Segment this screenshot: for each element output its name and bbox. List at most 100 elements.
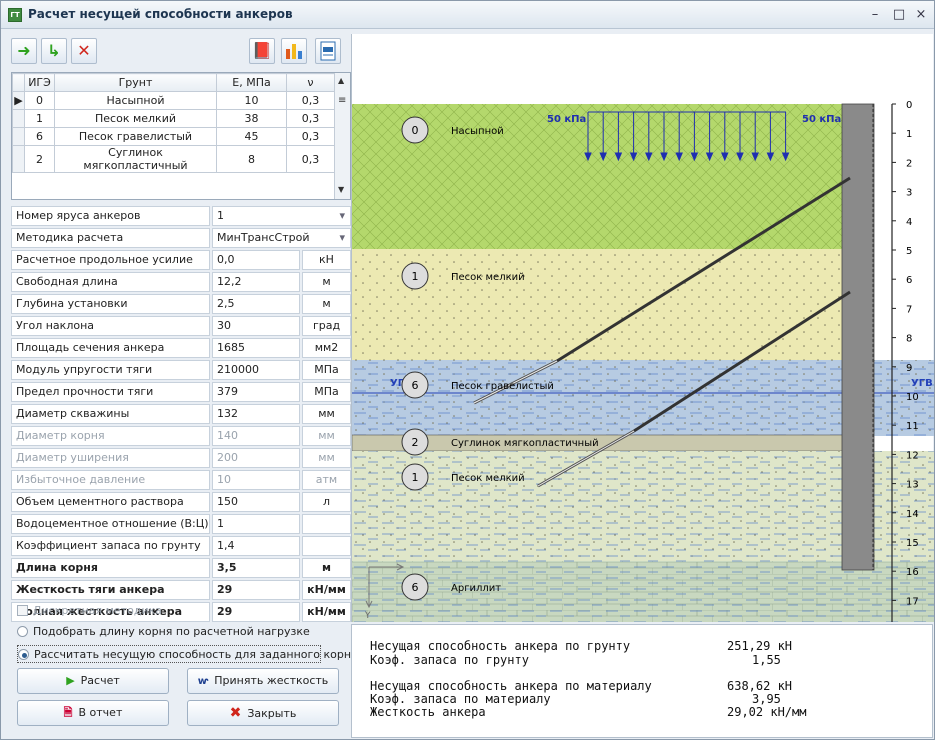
param-label-excess-pressure: Избыточное давление — [11, 470, 210, 490]
cell-e[interactable]: 45 — [216, 127, 287, 146]
dropdown-tier-number[interactable]: 1▾ — [212, 206, 351, 226]
cell-nu[interactable]: 0,3 — [286, 145, 335, 173]
table-row[interactable]: 2 Суглинок мягкопластичный 8 0,3 — [12, 145, 335, 173]
value-water-cement-ratio: 1 — [217, 517, 224, 530]
soil-table-grid: ИГЭ Грунт E, МПа ν ▶ 0 Насыпной 10 0,3 1… — [12, 73, 335, 173]
input-soil-safety-factor[interactable]: 1,4 — [212, 536, 300, 556]
report-settings-button[interactable] — [315, 38, 341, 64]
load-arrow-head — [690, 152, 699, 162]
layer-name-5: Аргиллит — [451, 583, 501, 594]
input-free-length[interactable]: 12,2 — [212, 272, 300, 292]
unit-cement-volume: л — [302, 492, 351, 512]
delete-layer-button[interactable]: ✕ — [71, 38, 97, 64]
cell-nu[interactable]: 0,3 — [286, 91, 335, 110]
cell-ige[interactable]: 1 — [24, 109, 55, 128]
depth-label: 16 — [906, 567, 919, 578]
cell-soil[interactable]: Песок гравелистый — [54, 127, 217, 146]
cell-e[interactable]: 10 — [216, 91, 287, 110]
input-install-depth[interactable]: 2,5 — [212, 294, 300, 314]
input-rod-modulus[interactable]: 210000 — [212, 360, 300, 380]
layer-number-0: 0 — [412, 124, 419, 137]
input-tilt-angle[interactable]: 30 — [212, 316, 300, 336]
anchor-rod-1 — [556, 176, 851, 363]
depth-label: 12 — [906, 450, 919, 461]
arrow-right-icon: ➜ — [17, 41, 31, 60]
cell-e[interactable]: 8 — [216, 145, 287, 173]
scroll-up-icon[interactable]: ▲ — [338, 76, 345, 85]
table-row[interactable]: ▶ 0 Насыпной 10 0,3 — [12, 91, 335, 110]
table-row[interactable]: 1 Песок мелкий 38 0,3 — [12, 109, 335, 128]
cell-soil[interactable]: Насыпной — [54, 91, 217, 110]
soil-book-button[interactable]: 📕 — [249, 38, 275, 64]
chart-button[interactable] — [281, 38, 307, 64]
cell-nu[interactable]: 0,3 — [286, 127, 335, 146]
to-report-button[interactable]: 🗎В отчет — [17, 700, 169, 726]
value-free-length: 12,2 — [217, 275, 242, 288]
input-design-force[interactable]: 0,0 — [212, 250, 300, 270]
depth-label: 9 — [906, 363, 912, 374]
result-value: 29,02 кН/мм — [727, 705, 807, 719]
table-row[interactable]: 6 Песок гравелистый 45 0,3 — [12, 127, 335, 146]
load-arrow-head — [660, 152, 668, 162]
dropdown-calc-method[interactable]: МинТрансСтрой▾ — [212, 228, 351, 248]
input-borehole-diameter[interactable]: 132 — [212, 404, 300, 424]
chevron-down-icon[interactable]: ▾ — [339, 231, 345, 244]
scroll-thumb-icon[interactable]: ≡ — [338, 95, 347, 106]
input-water-cement-ratio[interactable]: 1 — [212, 514, 300, 534]
anchor-rod-2 — [633, 290, 851, 433]
cell-ige[interactable]: 0 — [24, 91, 55, 110]
layer-name-0: Насыпной — [451, 126, 504, 137]
input-rod-strength[interactable]: 379 — [212, 382, 300, 402]
load-arrow-head — [721, 152, 729, 162]
param-label-free-length: Свободная длина — [11, 272, 210, 292]
radio-calc-capacity[interactable]: Рассчитать несущую способность для задан… — [17, 645, 358, 663]
calculate-button[interactable]: ▶Расчет — [17, 668, 169, 694]
scroll-down-icon[interactable]: ▼ — [338, 185, 345, 194]
input-root-length[interactable]: 3,5 — [212, 558, 300, 578]
layer-label-2: 6 Песок гравелистый — [401, 371, 554, 399]
table-scrollbar[interactable]: ▲ ≡ ▼ — [334, 73, 350, 199]
input-anchor-section[interactable]: 1685 — [212, 338, 300, 358]
close-button[interactable]: ✖Закрыть — [187, 700, 339, 726]
input-rod-stiffness[interactable]: 29 — [212, 580, 300, 600]
discrete-method-checkbox[interactable]: Дискретная методика — [17, 602, 347, 620]
cell-nu[interactable]: 0,3 — [286, 109, 335, 128]
cell-soil[interactable]: Песок мелкий — [54, 109, 217, 128]
chevron-down-icon[interactable]: ▾ — [339, 209, 345, 222]
close-button-label: Закрыть — [247, 707, 297, 720]
minimize-icon[interactable]: – — [871, 7, 879, 22]
depth-label: 3 — [906, 188, 912, 199]
value-root-length: 3,5 — [217, 561, 237, 574]
maximize-icon[interactable]: □ — [892, 7, 906, 22]
input-total-stiffness[interactable]: 29 — [212, 602, 300, 622]
radio-fit-root-length[interactable]: Подобрать длину корня по расчетной нагру… — [17, 623, 347, 641]
book-icon: 📕 — [252, 41, 272, 60]
param-label-rod-strength: Предел прочности тяги — [11, 382, 210, 402]
report-export-icon: 🗎 — [63, 706, 73, 719]
column-header-nu: ν — [286, 73, 335, 92]
close-window-icon[interactable]: × — [915, 7, 927, 22]
result-value: 1,55 — [752, 653, 781, 667]
param-label-borehole-diameter: Диаметр скважины — [11, 404, 210, 424]
column-header-e: E, МПа — [216, 73, 287, 92]
cell-soil[interactable]: Суглинок мягкопластичный — [54, 145, 217, 173]
current-row-icon: ▶ — [12, 91, 25, 110]
value-tier-number: 1 — [217, 209, 224, 222]
insert-layer-button[interactable]: ↳ — [41, 38, 67, 64]
add-layer-button[interactable]: ➜ — [11, 38, 37, 64]
depth-label: 6 — [906, 275, 912, 286]
param-label-design-force: Расчетное продольное усилие — [11, 250, 210, 270]
load-arrow-head — [705, 152, 714, 162]
cell-ige[interactable]: 6 — [24, 127, 55, 146]
input-cement-volume[interactable]: 150 — [212, 492, 300, 512]
layer-number-4: 1 — [412, 471, 419, 484]
cell-e[interactable]: 38 — [216, 109, 287, 128]
cell-ige[interactable]: 2 — [24, 145, 55, 173]
